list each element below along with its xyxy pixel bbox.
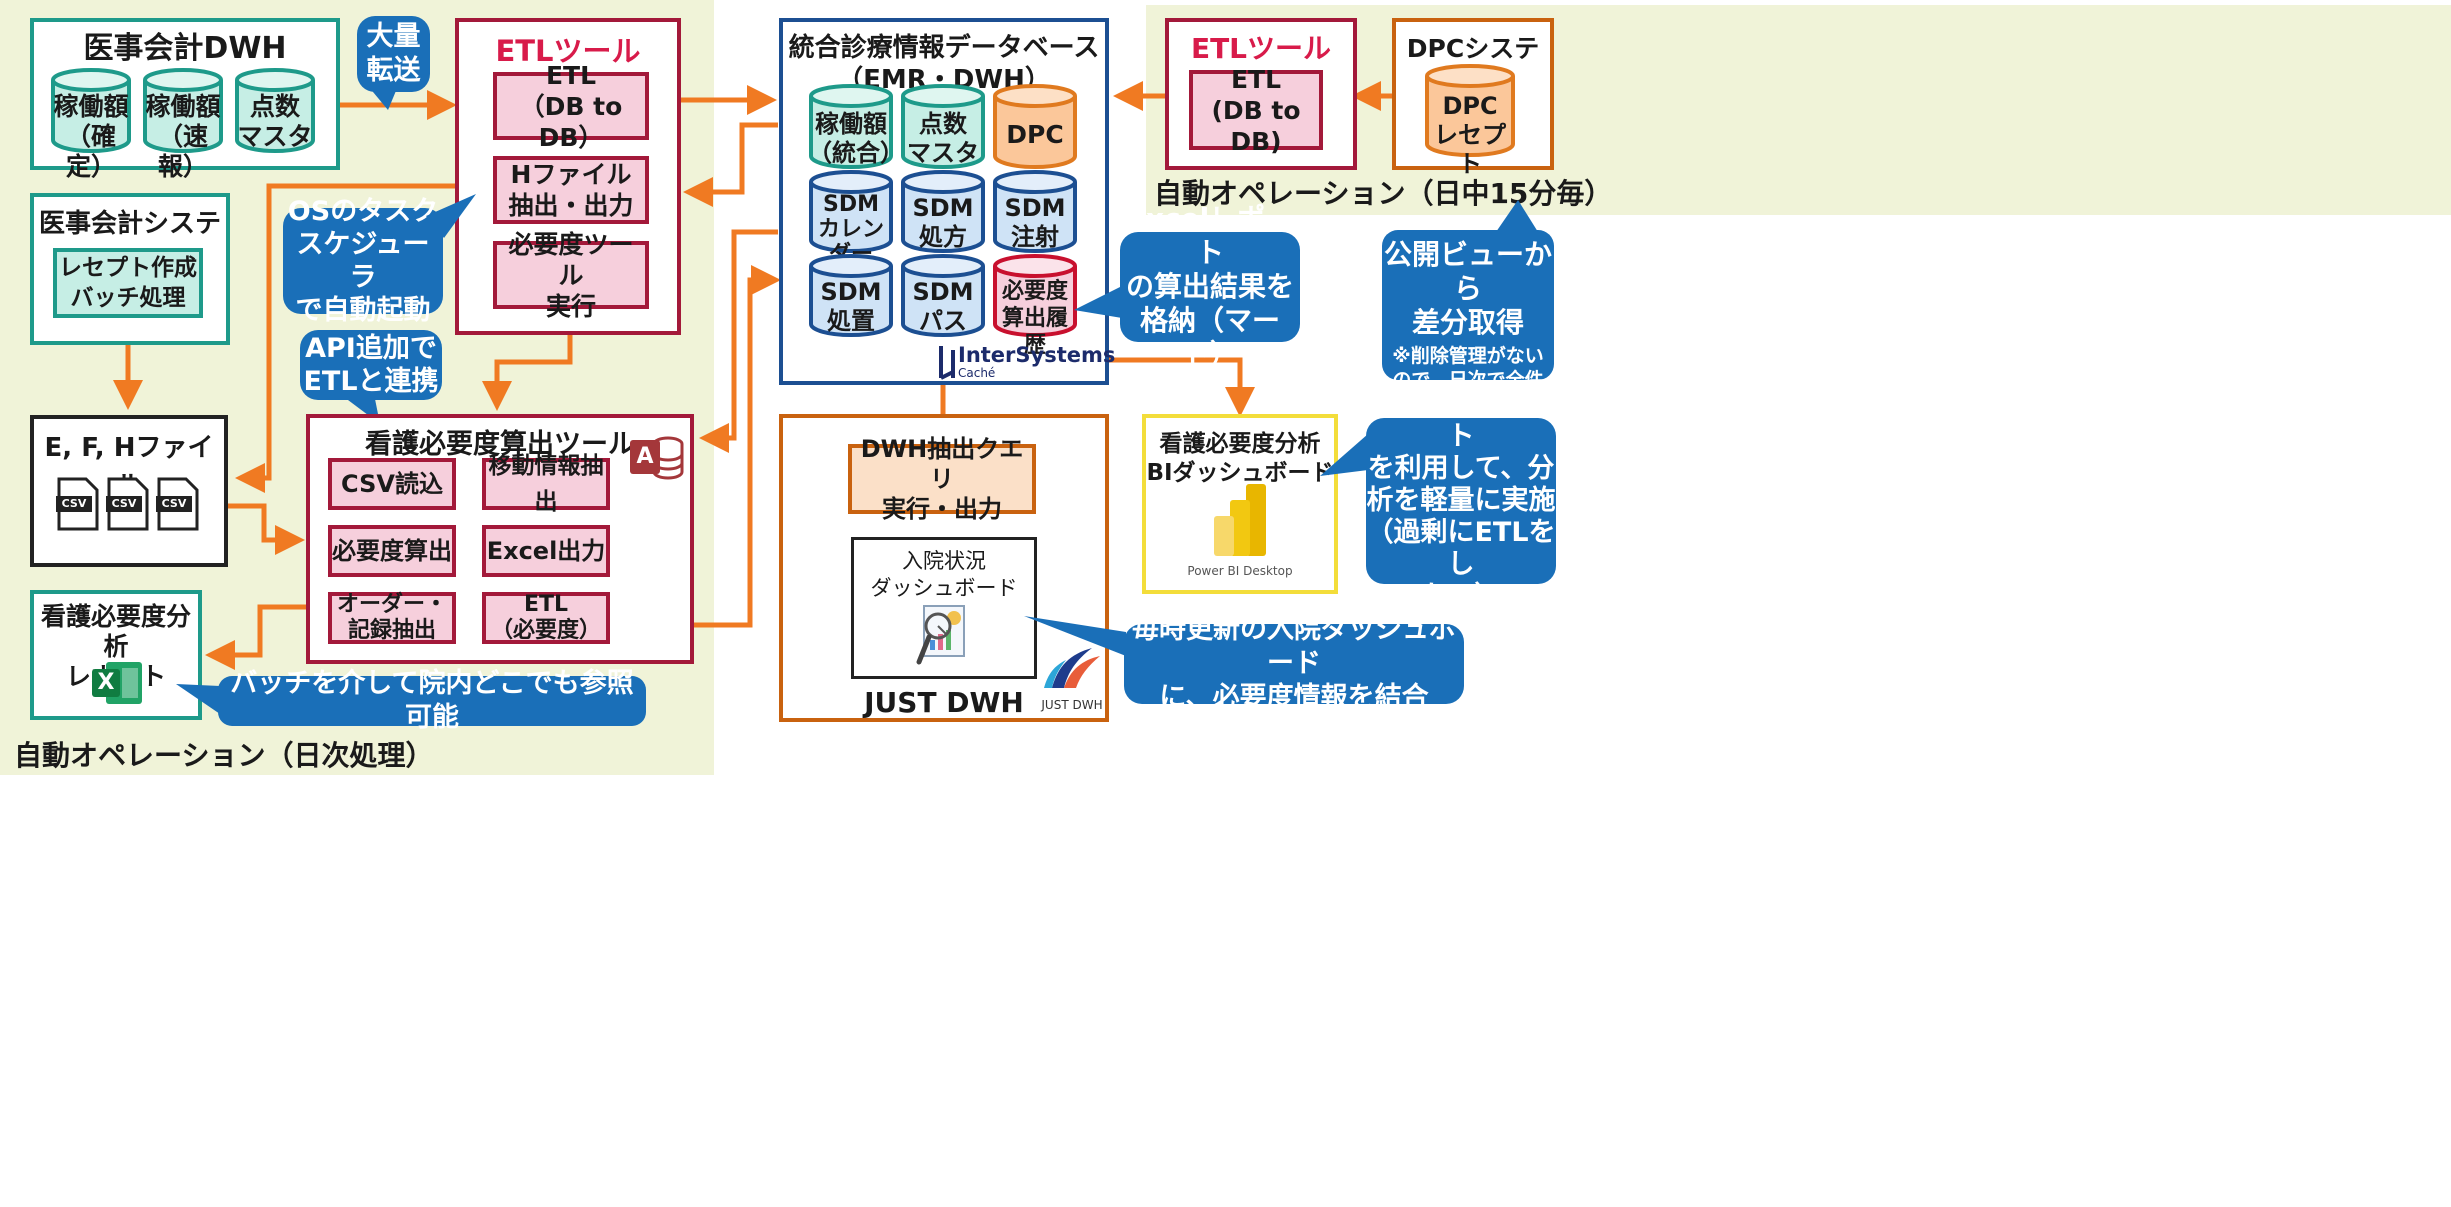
- db-cylinder-sdm-injection: SDM 注射: [992, 170, 1078, 254]
- db-cylinder-points-master: 点数 マスタ: [900, 84, 986, 170]
- csv-file-label: CSV: [111, 497, 137, 510]
- arrow-db-to-bi: [1108, 357, 1255, 417]
- just-dwh-logo-caption: JUST DWH: [1041, 698, 1103, 712]
- access-icon-letter: A: [636, 444, 654, 469]
- etl-right-db-to-db-box: ETL (DB to DB): [1189, 65, 1323, 156]
- public-view-callout-note: ※削除管理がない ので、日次で全件 チェックを実施: [1392, 345, 1544, 415]
- dpc-receipt-cylinder-label: DPC レセプト: [1434, 92, 1506, 178]
- db-cylinder-sdm-procedure-label: SDM 処置: [820, 278, 882, 335]
- db-cylinder-sdm-injection-label: SDM 注射: [1004, 194, 1066, 251]
- public-view-callout-main: 公開ビューから 差分取得: [1383, 238, 1552, 339]
- etl-nursing-box: ETL （必要度）: [482, 592, 610, 644]
- arrow-db-to-tool: [699, 229, 778, 453]
- intersystems-logo-sub: Caché: [958, 366, 996, 380]
- inpatient-dashboard-title: 入院状況 ダッシュボード: [870, 549, 1018, 600]
- nursing-report-box: 看護必要度分析 レポート: [30, 590, 202, 720]
- db-cylinder-sdm-prescription: SDM 処方: [900, 170, 986, 254]
- excel-icon: X: [92, 660, 144, 706]
- arrow-tool-to-report: [205, 604, 306, 670]
- daily-operation-caption: 自動オペレーション（日次処理）: [14, 739, 434, 772]
- db-cylinder-sdm-path-label: SDM パス: [912, 278, 974, 335]
- db-cylinder-revenue-integrated-label: 稼働額 （統合）: [808, 110, 904, 167]
- api-integration-callout: API追加で ETLと連携: [300, 330, 442, 400]
- power-bi-caption: Power BI Desktop: [1187, 564, 1293, 578]
- just-dwh-logo: JUST DWH: [1040, 644, 1104, 718]
- os-scheduler-callout: OSのタスク スケジューラ で自動起動: [283, 196, 443, 326]
- db-cylinder-dpc: DPC: [992, 84, 1078, 170]
- hourly-dashboard-callout-tail: [1024, 616, 1126, 656]
- excel-icon-letter: X: [97, 670, 115, 695]
- intersystems-logo-text: InterSystems: [958, 343, 1116, 367]
- excel-output-box: Excel出力: [482, 525, 610, 577]
- access-icon: A: [628, 432, 684, 482]
- dwh-mart-callout-tail: [1320, 434, 1368, 476]
- batch-reference-callout: バッチを介して院内どこでも参照可能: [218, 668, 646, 733]
- db-cylinder-sdm-calendar: SDM カレン ダー: [808, 170, 894, 267]
- arrow-efh-to-tool: [228, 503, 305, 555]
- nursing-calc-box: 必要度算出: [328, 525, 456, 577]
- dwh-cylinder-confirmed-label: 稼働額 （確定）: [53, 92, 129, 181]
- db-cylinder-sdm-path: SDM パス: [900, 254, 986, 338]
- dwh-cylinder-flash-label: 稼働額 （速報）: [145, 92, 221, 181]
- movement-extract-box: 移動情報抽出: [482, 453, 610, 515]
- dwh-cylinder-confirmed: 稼働額 （確定）: [50, 68, 132, 181]
- bi-dashboard-box: 看護必要度分析 BIダッシュボード: [1142, 414, 1338, 594]
- dwh-query-box: DWH抽出クエリ 実行・出力: [848, 435, 1036, 523]
- dwh-cylinder-points-master: 点数 マスタ: [234, 68, 316, 154]
- csv-file-label: CSV: [61, 497, 87, 510]
- csv-file-icon: CSV: [56, 476, 100, 532]
- db-cylinder-points-master-label: 点数 マスタ: [907, 110, 979, 167]
- nursing-tool-run-box: 必要度ツール 実行: [493, 230, 649, 321]
- hourly-dashboard-callout: 毎時更新の入院ダッシュボード に、必要度情報を結合: [1124, 614, 1464, 713]
- dwh-cylinder-points-master-label: 点数 マスタ: [237, 92, 313, 151]
- just-dwh-caption: JUST DWH: [864, 686, 1024, 719]
- receipt-batch-box: レセプト作成 バッチ処理: [53, 248, 203, 318]
- csv-file-icon: CSV: [106, 476, 150, 532]
- excel-mart-callout: Excelレポート の算出結果を 格納（マート）: [1120, 202, 1300, 371]
- etl-tool-left-title: ETLツール: [495, 34, 641, 68]
- public-view-callout: 公開ビューから 差分取得 ※削除管理がない ので、日次で全件 チェックを実施: [1382, 230, 1554, 415]
- arrow-db-to-hfile: [683, 122, 778, 207]
- arrow-hfile-to-efh: [235, 183, 455, 493]
- medical-accounting-dwh-title: 医事会計DWH: [83, 31, 287, 66]
- db-cylinder-dpc-label: DPC: [1006, 120, 1064, 149]
- dwh-cylinder-flash: 稼働額 （速報）: [142, 68, 224, 181]
- db-cylinder-revenue-integrated: 稼働額 （統合）: [808, 84, 904, 170]
- analytics-report-icon: [916, 604, 972, 666]
- db-cylinder-nursing-history-label: 必要度 算出履歴: [1001, 279, 1068, 358]
- etl-db-to-db-box: ETL （DB to DB）: [493, 61, 649, 152]
- public-view-callout-tail: [1496, 200, 1538, 232]
- db-cylinder-nursing-history: 必要度 算出履歴: [992, 254, 1078, 358]
- hfile-extract-box: Hファイル 抽出・出力: [493, 156, 649, 224]
- bulk-transfer-callout-tail: [368, 86, 398, 110]
- bi-dashboard-title: 看護必要度分析 BIダッシュボード: [1146, 431, 1334, 486]
- intersystems-logo: InterSystems Caché: [938, 342, 1115, 382]
- bulk-transfer-callout: 大量 転送: [357, 16, 430, 92]
- etl-tool-right-title: ETLツール: [1190, 32, 1332, 65]
- dpc-receipt-cylinder: DPC レセプト: [1424, 64, 1516, 178]
- order-record-extract-box: オーダー・ 記録抽出: [328, 592, 456, 644]
- arrow-tool-to-db: [694, 265, 781, 628]
- csv-read-box: CSV読込: [328, 458, 456, 510]
- quarter-hour-operation-caption: 自動オペレーション（日中15分毎）: [1154, 177, 1613, 210]
- csv-file-label: CSV: [161, 497, 187, 510]
- power-bi-icon: [1210, 482, 1270, 558]
- db-cylinder-sdm-prescription-label: SDM 処方: [912, 194, 974, 251]
- os-scheduler-callout-tail: [426, 194, 476, 238]
- nursing-calc-tool-title: 看護必要度算出ツール: [365, 429, 635, 460]
- csv-file-icon: CSV: [156, 476, 200, 532]
- batch-reference-callout-tail: [176, 684, 220, 714]
- db-cylinder-sdm-procedure: SDM 処置: [808, 254, 894, 338]
- excel-mart-callout-tail: [1074, 286, 1122, 318]
- dwh-mart-callout: DWH内のマート を利用して、分 析を軽量に実施 （過剰にETLをし ない）: [1366, 389, 1556, 612]
- arrow-etl-to-tool: [482, 335, 573, 411]
